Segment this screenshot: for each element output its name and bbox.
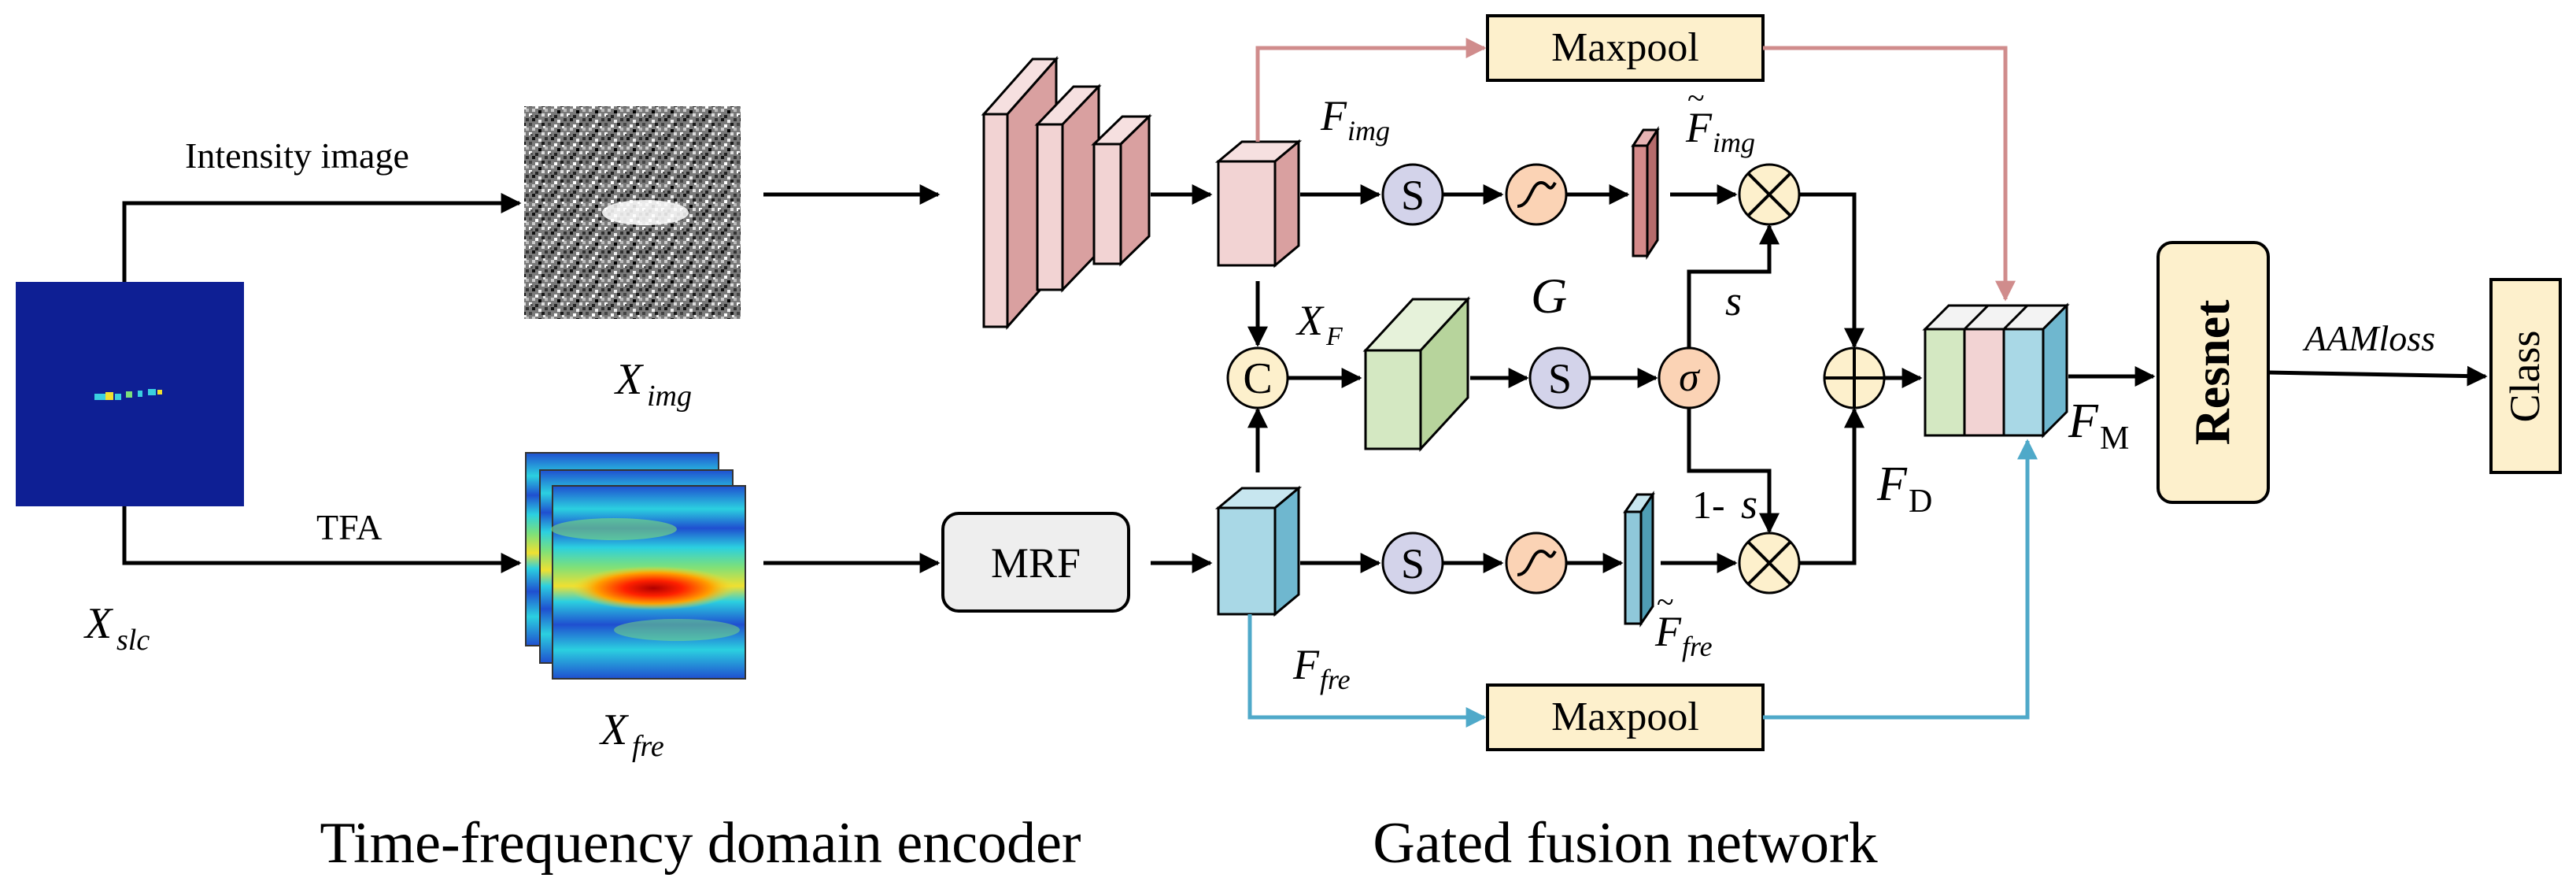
concat-op-label: C — [1243, 354, 1272, 403]
sigma-op-label: σ — [1679, 355, 1701, 400]
mrf-label: MRF — [991, 539, 1081, 587]
mrf-block — [941, 512, 1130, 613]
f-img-label: F img — [1320, 92, 1390, 146]
svg-text:fre: fre — [632, 730, 664, 763]
fre-activation-op — [1505, 532, 1568, 595]
encoder-caption: Time-frequency domain encoder — [320, 811, 1081, 876]
f-img-tilde-label: F ~ img — [1685, 80, 1755, 158]
tfa-branch-line — [122, 506, 522, 573]
sum-op — [1823, 346, 1886, 409]
svg-text:s: s — [1741, 480, 1757, 528]
s-weight-label: s — [1725, 277, 1742, 324]
svg-text:F: F — [1320, 92, 1347, 139]
svg-text:img: img — [647, 380, 692, 413]
x-f-block — [1362, 296, 1471, 452]
svg-text:X: X — [1295, 297, 1325, 344]
pink-path-from-maxpool — [1763, 46, 2016, 302]
svg-text:fre: fre — [1682, 631, 1713, 662]
x-f-label: X F — [1295, 297, 1343, 351]
gate-label: G — [1531, 268, 1567, 324]
sigma-to-mult-bottom — [1687, 408, 1780, 534]
gate-s-op-label: S — [1548, 355, 1572, 402]
maxpool-top-label: Maxpool — [1551, 25, 1699, 70]
svg-text:img: img — [1347, 115, 1390, 146]
svg-text:fre: fre — [1320, 664, 1351, 695]
svg-text:X: X — [614, 355, 645, 404]
svg-text:D: D — [1909, 483, 1932, 520]
f-img-tilde-block — [1631, 125, 1660, 261]
f-fre-tilde-block — [1623, 491, 1655, 628]
mult-op-top — [1738, 163, 1801, 226]
one-minus-s-label: 1- s — [1692, 480, 1757, 528]
f-fre-tilde-label: F ~ fre — [1654, 584, 1713, 662]
svg-text:F: F — [1876, 457, 1908, 511]
x-img-label: X img — [614, 355, 692, 413]
blue-path-from-maxpool — [1763, 439, 2038, 720]
blue-path-to-maxpool — [1247, 614, 1487, 728]
cnn-encoder — [981, 56, 1152, 330]
svg-text:F: F — [1685, 104, 1713, 151]
svg-text:F: F — [1654, 608, 1682, 655]
img-s-op-label: S — [1401, 172, 1425, 219]
fusion-caption: Gated fusion network — [1373, 811, 1877, 876]
x-slc-image — [16, 282, 244, 506]
svg-text:F: F — [2068, 394, 2099, 448]
svg-text:1-: 1- — [1692, 483, 1725, 527]
arrow-resnet-to-class — [2267, 365, 2488, 387]
mult-top-to-sum — [1799, 192, 1865, 349]
fre-s-op-label: S — [1401, 540, 1425, 587]
intensity-image-label: Intensity image — [185, 135, 409, 176]
x-img-target — [602, 200, 689, 225]
svg-text:~: ~ — [1657, 584, 1674, 620]
svg-text:F: F — [1292, 641, 1320, 688]
img-activation-icon — [1517, 180, 1557, 208]
f-fre-block — [1214, 485, 1303, 617]
img-activation-op — [1505, 163, 1568, 226]
svg-text:~: ~ — [1687, 80, 1705, 116]
x-fre-label: X fre — [599, 706, 664, 763]
svg-text:F: F — [1325, 322, 1343, 351]
maxpool-bottom-label: Maxpool — [1551, 695, 1699, 739]
mult-bottom-to-sum — [1799, 407, 1865, 565]
class-block — [2489, 278, 2562, 474]
fre-activation-icon — [1517, 549, 1557, 576]
svg-text:slc: slc — [116, 624, 150, 657]
svg-text:M: M — [2100, 420, 2129, 457]
aamloss-label: AAMloss — [2302, 318, 2435, 358]
x-slc-label: X slc — [83, 599, 150, 657]
tfa-label: TFA — [316, 507, 383, 547]
resnet-label: Resnet — [2184, 299, 2240, 446]
svg-text:X: X — [599, 706, 630, 754]
intensity-branch-line — [122, 193, 522, 282]
f-img-block — [1214, 139, 1303, 269]
x-fre-image-stack — [525, 452, 746, 680]
pink-path-to-maxpool — [1255, 38, 1487, 142]
f-m-block — [1922, 302, 2070, 439]
f-m-label: F M — [2068, 394, 2129, 457]
maxpool-top-block — [1486, 14, 1765, 82]
class-label: Class — [2501, 330, 2548, 422]
f-fre-label: F fre — [1292, 641, 1351, 695]
sigma-to-mult-top — [1687, 224, 1780, 348]
f-d-label: F D — [1876, 457, 1932, 520]
mult-op-bottom — [1738, 532, 1801, 595]
svg-text:X: X — [83, 599, 114, 648]
svg-text:img: img — [1713, 127, 1755, 158]
